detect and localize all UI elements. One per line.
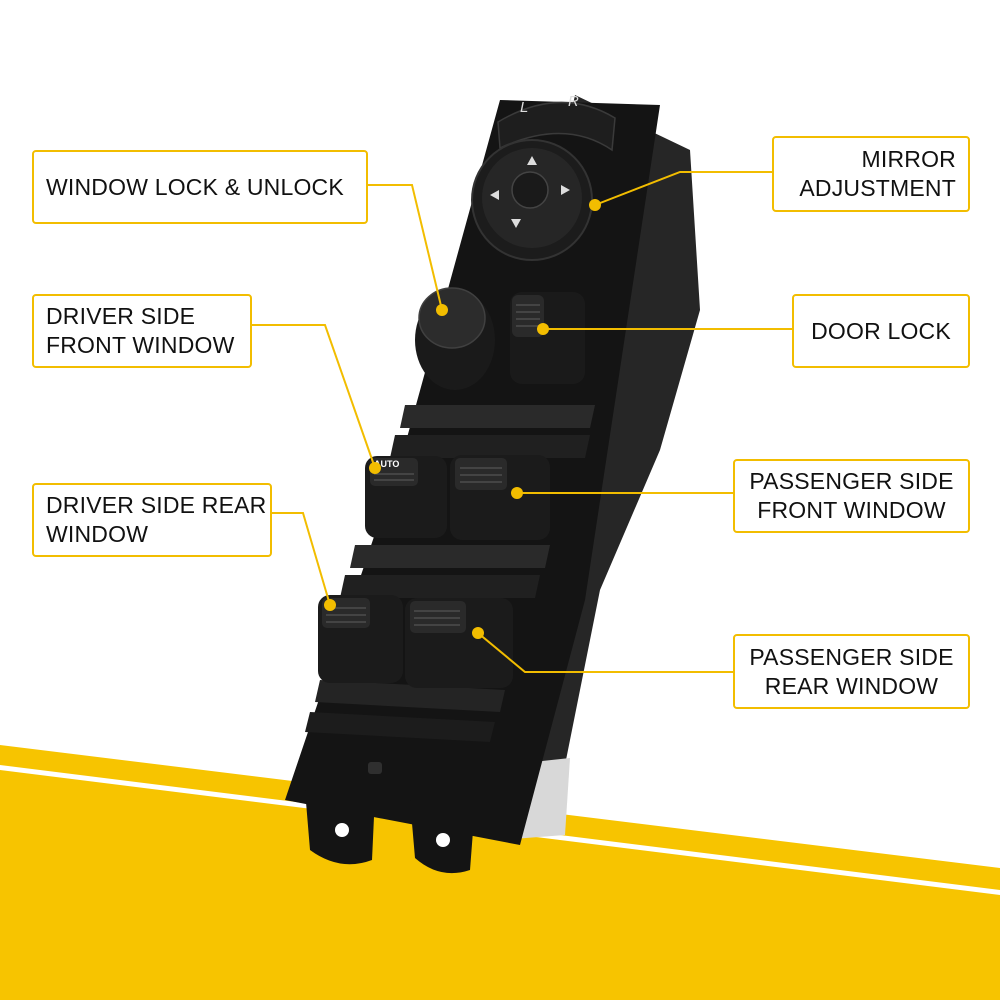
mounting-tab	[305, 790, 375, 865]
passenger-rear-switch	[405, 598, 513, 688]
door-lock-rocker	[510, 292, 585, 384]
mirror-letter-l: L	[520, 99, 528, 116]
callout-line-driver-rear	[272, 512, 331, 606]
callout-dot	[537, 323, 549, 335]
label-mirror-line-2: ADJUSTMENT	[799, 175, 956, 201]
label-passenger-rear-line-2: REAR WINDOW	[764, 672, 939, 699]
driver-front-switch: AUTO	[365, 456, 447, 538]
label-mirror-line-1: MIRROR	[861, 146, 956, 172]
callout-dot	[369, 462, 381, 474]
callout-dots	[324, 199, 601, 639]
label-passenger-rear-line-1: PASSENGER SIDE	[749, 643, 954, 670]
callout-lines	[252, 171, 792, 673]
callout-dot	[472, 627, 484, 639]
label-mirror-adjustment: MIRROR ADJUSTMENT	[772, 136, 970, 212]
arrow-right-icon	[561, 185, 570, 195]
mirror-joystick	[471, 139, 593, 261]
device-ridge	[390, 435, 590, 458]
mounting-tab	[410, 800, 475, 874]
label-passenger-front-line-1: PASSENGER SIDE	[749, 468, 954, 494]
yellow-band	[0, 745, 1000, 1000]
label-driver-front-line-1: DRIVER SIDE	[46, 303, 196, 329]
callout-line-window-lock	[368, 184, 443, 311]
arrow-left-icon	[490, 190, 499, 200]
label-door-lock: DOOR LOCK	[792, 294, 970, 368]
label-driver-front-line-2: FRONT WINDOW	[46, 332, 235, 358]
label-driver-rear-line-1: DRIVER SIDE REAR	[46, 492, 267, 518]
label-driver-rear-window: DRIVER SIDE REAR WINDOW	[32, 483, 272, 557]
label-window-lock-line-1: WINDOW LOCK & UNLOCK	[46, 173, 344, 200]
callout-dot	[511, 487, 523, 499]
device-ridge	[340, 575, 540, 598]
label-driver-rear-line-2: WINDOW	[46, 521, 149, 547]
passenger-front-switch	[450, 455, 550, 540]
callout-dot	[436, 304, 448, 316]
label-passenger-rear-window: PASSENGER SIDE REAR WINDOW	[733, 634, 970, 709]
callout-dot	[589, 199, 601, 211]
label-window-lock: WINDOW LOCK & UNLOCK	[32, 150, 368, 224]
callout-line-driver-front	[252, 324, 376, 469]
clip-slot	[368, 762, 382, 774]
auto-badge: AUTO	[374, 459, 399, 469]
mirror-letter-r: R	[568, 93, 579, 110]
mirror-select-rocker	[497, 101, 616, 152]
callout-line-passenger-rear	[477, 632, 733, 673]
arrow-up-icon	[527, 156, 537, 165]
window-switch-device: L R AUTO	[285, 93, 700, 874]
label-passenger-front-window: PASSENGER SIDE FRONT WINDOW	[733, 459, 970, 533]
callout-dot	[324, 599, 336, 611]
device-ridge	[350, 545, 550, 568]
arrow-down-icon	[511, 219, 521, 228]
label-passenger-front-line-2: FRONT WINDOW	[757, 497, 946, 523]
label-driver-front-window: DRIVER SIDE FRONT WINDOW	[32, 294, 252, 368]
window-lock-button	[415, 287, 495, 390]
device-ridge	[400, 405, 595, 428]
callout-line-mirror	[594, 171, 772, 206]
label-door-lock-line-1: DOOR LOCK	[811, 317, 951, 344]
device-ridge	[305, 712, 495, 742]
